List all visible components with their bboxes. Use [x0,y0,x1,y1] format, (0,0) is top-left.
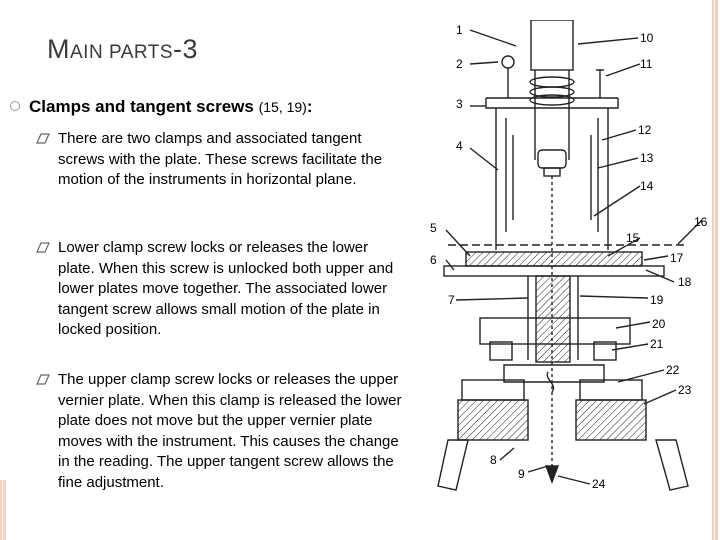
sub-bullet-icon [36,133,50,144]
decorative-rule-left [0,480,6,540]
sub-bullet-text: Lower clamp screw locks or releases the … [58,239,394,338]
sub-bullet-1: There are two clamps and associated tang… [36,129,404,191]
sub-bullet-text: The upper clamp screw locks or releases … [58,371,402,491]
figure-label: 23 [678,383,692,397]
figure-label: 16 [694,215,708,229]
decorative-rule-right [712,0,718,540]
figure-label: 3 [456,97,463,111]
sub-bullet-3: The upper clamp screw locks or releases … [36,370,404,493]
figure-label: 9 [518,467,525,481]
sub-bullet-icon [36,242,50,253]
sub-bullet-2: Lower clamp screw locks or releases the … [36,238,404,341]
figure-label: 12 [638,123,652,137]
heading-colon: : [306,97,313,116]
figure-label: 20 [652,317,666,331]
figure-label: 21 [650,337,664,351]
figure-label: 7 [448,293,455,307]
slide-title: MAIN PARTS-3 [47,34,199,64]
figure-label: 13 [640,151,654,165]
sub-bullet-icon [36,374,50,385]
figure-label: 5 [430,221,437,235]
bullet-heading: Clamps and tangent screws [29,97,254,116]
figure-label: 8 [490,453,497,467]
figure-label: 22 [666,363,680,377]
figure-label: 6 [430,253,437,267]
figure-label: 18 [678,275,692,289]
figure-label: 4 [456,139,463,153]
figure-label: 15 [626,231,640,245]
figure-label: 19 [650,293,664,307]
sub-bullet-text: There are two clamps and associated tang… [58,130,383,188]
heading-references: (15, 19) [258,99,307,115]
main-bullet: Clamps and tangent screws (15, 19): [10,97,410,117]
ring-bullet-icon [10,101,20,111]
figure-label: 1 [456,23,463,37]
figure-label: 2 [456,57,463,71]
figure-label: 11 [640,57,653,71]
figure-label: 14 [640,179,654,193]
figure-label: 10 [640,31,654,45]
figure-label: 17 [670,251,684,265]
figure-label: 24 [592,477,606,491]
theodolite-cross-section-diagram: 1 2 3 4 5 6 7 8 9 10 11 12 13 14 15 16 1… [430,20,708,491]
